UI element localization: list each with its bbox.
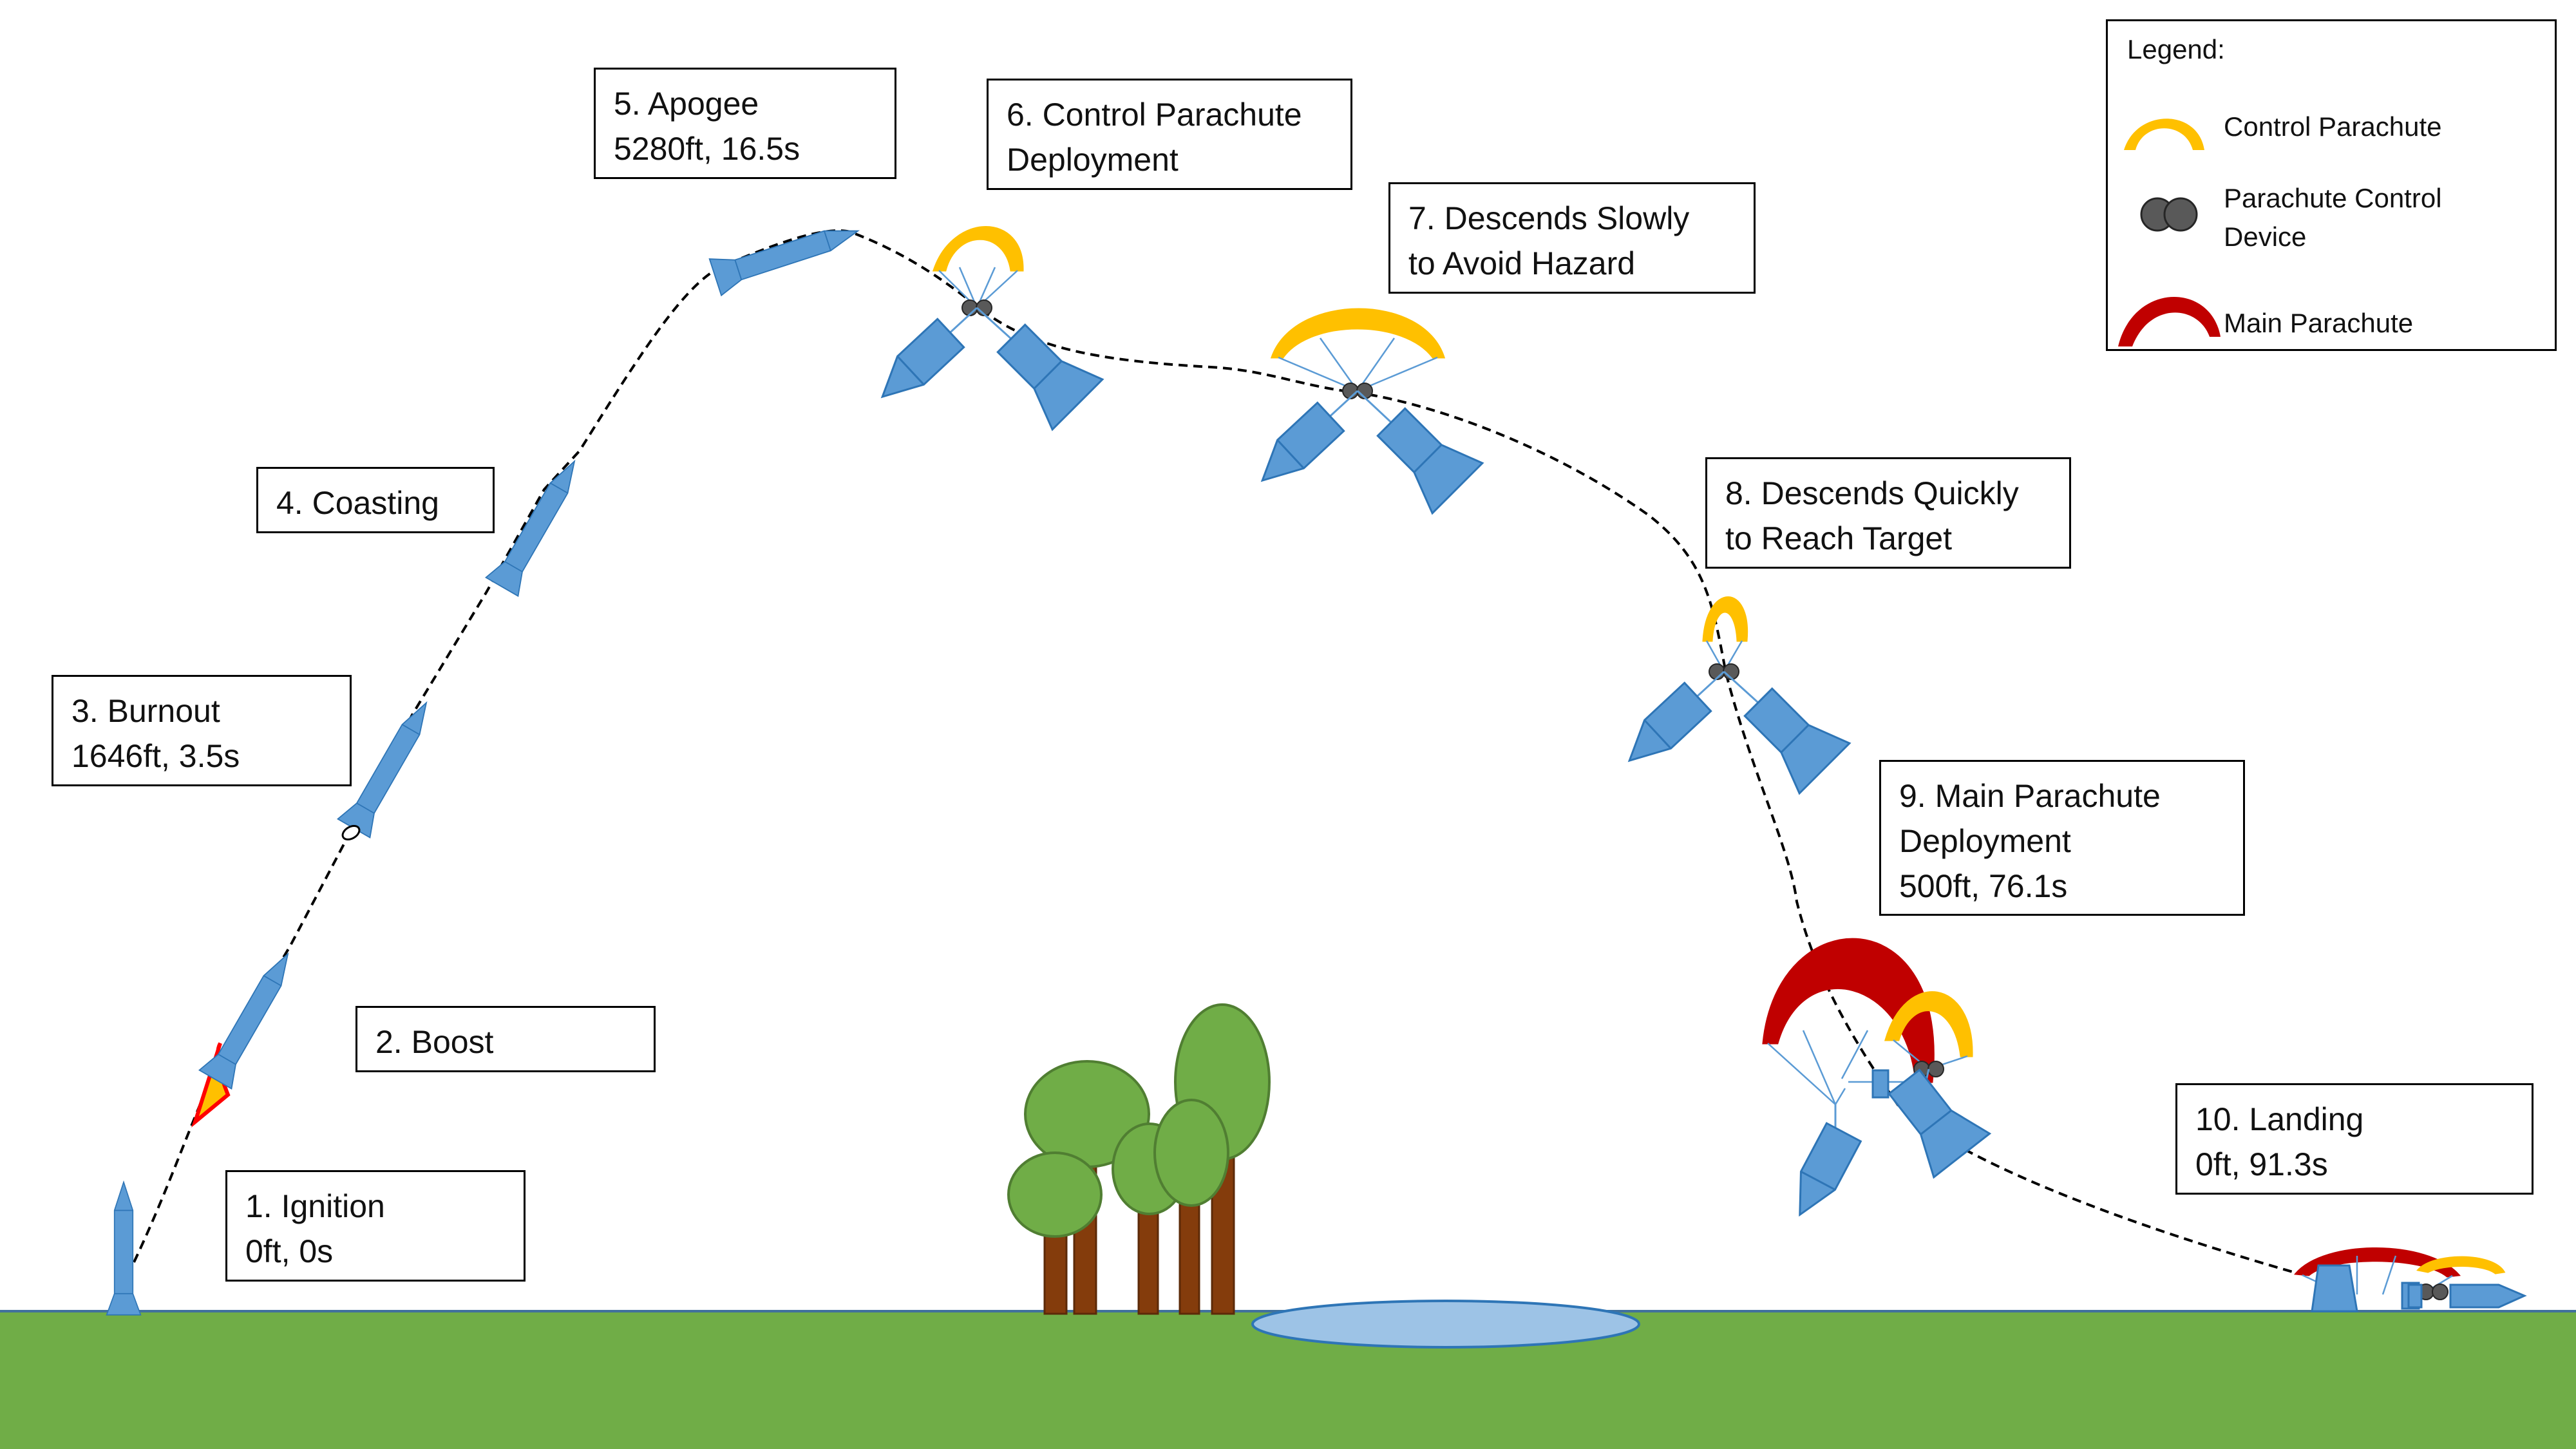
stage-label-landing: 10. Landing 0ft, 91.3s [2175, 1083, 2533, 1195]
stage-label-main-deploy: 9. Main Parachute Deployment 500ft, 76.1… [1879, 760, 2245, 916]
stage-label-line: Deployment [1899, 823, 2071, 859]
main-parachute-icon [2118, 297, 2221, 346]
stage-label-line: 1646ft, 3.5s [71, 738, 240, 774]
stage-label-line: 7. Descends Slowly [1408, 200, 1690, 236]
legend: Legend: Control Parachute Parachute Cont… [2106, 19, 2557, 351]
burnout-marker [341, 825, 361, 840]
legend-item-control-parachute: Control Parachute [2108, 92, 2559, 163]
stage-label-line: 500ft, 76.1s [1899, 868, 2068, 904]
stage-label-line: 9. Main Parachute [1899, 778, 2161, 814]
stage-label-ignition: 1. Ignition 0ft, 0s [225, 1170, 526, 1282]
stage-label-line: 2. Boost [375, 1024, 494, 1060]
stage-label-boost: 2. Boost [355, 1006, 656, 1072]
stage-label-line: 6. Control Parachute [1007, 97, 1302, 133]
legend-label-line: Device [2224, 222, 2307, 252]
rocket-burnout [337, 692, 443, 838]
tree-cluster [1007, 1003, 1271, 1315]
landing-assembly [2294, 1247, 2527, 1312]
stage-label-line: 8. Descends Quickly [1725, 475, 2019, 511]
legend-label: Main Parachute [2224, 308, 2414, 338]
stage-label-line: to Reach Target [1725, 520, 1953, 556]
control-deploy-assembly [868, 226, 1104, 431]
stage-label-line: 0ft, 91.3s [2195, 1146, 2328, 1182]
legend-item-parachute-control-device: Parachute Control Device [2108, 179, 2559, 263]
stage-label-line: 4. Coasting [276, 485, 439, 521]
stage-label-line: 0ft, 0s [245, 1233, 334, 1269]
trajectory-line [133, 229, 2293, 1273]
slow-descent-assembly [1248, 308, 1484, 515]
stage-label-line: 1. Ignition [245, 1188, 385, 1224]
control-parachute-icon [2124, 118, 2204, 150]
stage-label-line: Deployment [1007, 142, 1179, 178]
legend-label-line: Parachute Control [2224, 183, 2442, 213]
stage-label-coasting: 4. Coasting [256, 467, 495, 533]
rocket-ignition [106, 1181, 142, 1316]
pond [1251, 1300, 1640, 1349]
legend-item-main-parachute: Main Parachute [2108, 276, 2559, 353]
stage-label-control-deploy: 6. Control Parachute Deployment [987, 79, 1352, 190]
legend-title: Legend: [2127, 34, 2225, 64]
rocket-apogee [708, 212, 865, 296]
main-deploy-assembly [1762, 938, 1991, 1225]
stage-label-slow-descent: 7. Descends Slowly to Avoid Hazard [1388, 182, 1756, 294]
stage-label-fast-descent: 8. Descends Quickly to Reach Target [1705, 457, 2071, 569]
stage-label-line: 10. Landing [2195, 1101, 2364, 1137]
fast-descent-assembly [1615, 596, 1851, 795]
stage-label-line: 5. Apogee [614, 86, 759, 122]
stage-label-line: to Avoid Hazard [1408, 245, 1636, 281]
stage-label-line: 3. Burnout [71, 693, 220, 729]
legend-label: Parachute Control Device [2224, 179, 2442, 256]
stage-label-apogee: 5. Apogee 5280ft, 16.5s [594, 68, 896, 179]
stage-label-line: 5280ft, 16.5s [614, 131, 800, 167]
rocket-boost [198, 943, 305, 1090]
stage-label-burnout: 3. Burnout 1646ft, 3.5s [52, 675, 352, 786]
rocket-coasting [485, 451, 591, 597]
parachute-control-device-icon [2140, 197, 2198, 232]
legend-label: Control Parachute [2224, 111, 2442, 142]
